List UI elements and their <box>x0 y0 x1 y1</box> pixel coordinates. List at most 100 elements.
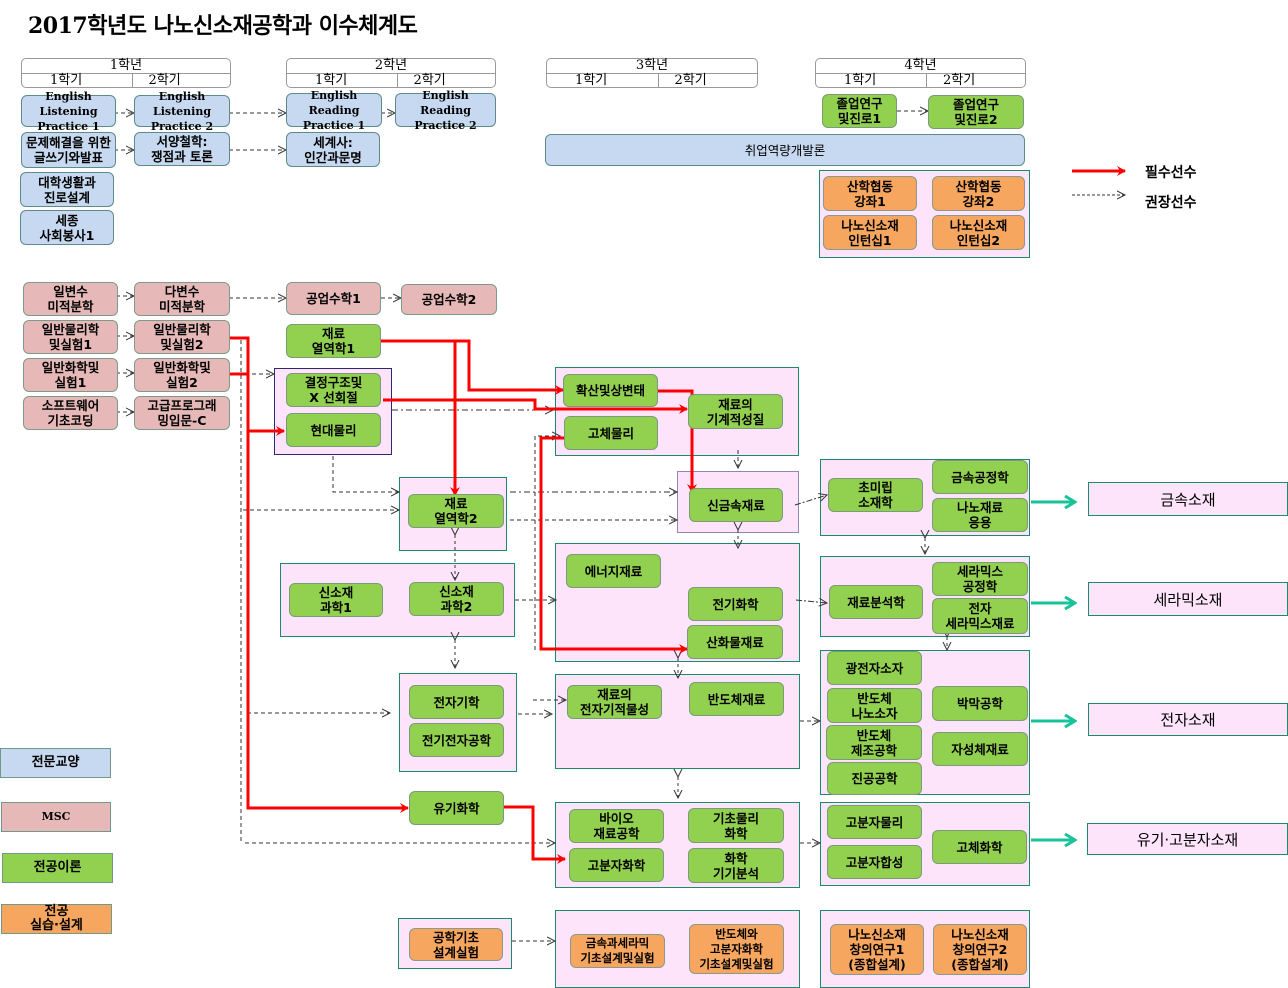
arrow-energy-analysis <box>795 600 827 603</box>
course-box[interactable]: 고분자화학 <box>569 848 664 882</box>
course-box[interactable]: 에너지재료 <box>566 554 661 588</box>
course-box[interactable]: 반도체 제조공학 <box>826 725 922 760</box>
page-title: 2017학년도 나노신소재공학과 이수체계도 <box>28 13 418 39</box>
course-box[interactable]: 산학협동 강좌2 <box>932 176 1025 211</box>
course-box[interactable]: 일반화학및 실험2 <box>134 358 230 392</box>
course-box[interactable]: 나노신소재 인턴십2 <box>932 215 1025 250</box>
req-arrow-crystal-mech <box>383 398 688 414</box>
course-box[interactable]: 세라믹스 공정학 <box>932 562 1028 596</box>
semester-label: 1학기 <box>575 73 608 88</box>
course-box[interactable]: 서양철학: 쟁점과 토론 <box>134 132 230 166</box>
course-box[interactable]: 전자 세라믹스재료 <box>932 598 1028 634</box>
course-box[interactable]: 현대물리 <box>286 413 381 447</box>
course-box[interactable]: 금속과세라믹 기초설계및실험 <box>570 934 665 968</box>
course-box[interactable]: 재료 열역학2 <box>408 494 504 528</box>
course-box[interactable]: 소프트웨어 기초코딩 <box>23 396 118 430</box>
course-box[interactable]: 공업수학2 <box>401 284 497 315</box>
course-box[interactable]: 일반물리학 및실험2 <box>134 320 230 354</box>
req-arrow-organic-polymer <box>503 805 566 864</box>
legend-recommended-label: 권장선수 <box>1145 195 1197 211</box>
course-box[interactable]: 기초물리 화학 <box>688 808 784 843</box>
course-box[interactable]: 나노신소재 창의연구1 (종합설계) <box>830 924 924 975</box>
course-box[interactable]: English Reading Practice 1 <box>286 89 382 132</box>
course-box[interactable]: 박막공학 <box>932 686 1028 721</box>
track-electronic[interactable]: 전자소재 <box>1088 703 1288 736</box>
course-box[interactable]: 졸업연구 및진로2 <box>928 95 1024 129</box>
course-box[interactable]: 일반화학및 실험1 <box>23 358 118 392</box>
course-box[interactable]: 초미립 소재학 <box>828 478 923 512</box>
year-label: 1학년 <box>22 59 230 74</box>
year-header-4: 4학년 1학기 2학기 <box>815 58 1026 88</box>
course-box[interactable]: 확산및상변태 <box>563 374 658 407</box>
course-box[interactable]: 신금속재료 <box>689 488 783 522</box>
track-polymer[interactable]: 유기·고분자소재 <box>1087 823 1288 855</box>
course-box[interactable]: 금속공정학 <box>932 460 1028 494</box>
course-box[interactable]: 다변수 미적분학 <box>134 282 230 316</box>
course-box[interactable]: 고체물리 <box>564 416 658 450</box>
req-arrow-thermo1-diffusion <box>380 339 564 395</box>
course-box[interactable]: 공학기초 설계실험 <box>409 928 503 961</box>
semester-label: 1학기 <box>50 73 83 88</box>
legend-msc: MSC <box>1 802 111 832</box>
legend-major-theory: 전공이론 <box>2 853 113 883</box>
course-box[interactable]: English Listening Practice 2 <box>134 90 230 133</box>
course-box[interactable]: 유기화학 <box>409 791 504 825</box>
course-box[interactable]: 산화물재료 <box>687 625 783 659</box>
course-box[interactable]: 취업역량개발론 <box>545 134 1025 166</box>
course-box[interactable]: 일변수 미적분학 <box>23 282 118 316</box>
legend-major-practice: 전공 실습·설계 <box>1 904 112 934</box>
course-box[interactable]: 화학 기기분석 <box>688 848 784 883</box>
course-box[interactable]: 전기전자공학 <box>409 723 504 757</box>
course-box[interactable]: 반도체재료 <box>689 682 784 716</box>
year-header-3: 3학년 1학기 2학기 <box>546 58 758 88</box>
course-box[interactable]: 졸업연구 및진로1 <box>822 94 897 128</box>
course-box[interactable]: 고분자합성 <box>827 845 922 879</box>
course-box[interactable]: 재료의 기계적성질 <box>688 394 783 429</box>
course-box[interactable]: 재료분석학 <box>829 585 923 619</box>
course-box[interactable]: 재료 열역학1 <box>286 324 381 358</box>
course-box[interactable]: 고체화학 <box>932 830 1027 864</box>
year-label: 3학년 <box>547 59 757 74</box>
legend-general-education: 전문교양 <box>0 748 111 778</box>
course-box[interactable]: 전기화학 <box>688 587 783 621</box>
legend-required-label: 필수선수 <box>1145 165 1197 181</box>
course-box[interactable]: 전자기학 <box>409 685 504 719</box>
req-arrow-phys2-modern <box>230 336 285 436</box>
course-box[interactable]: 나노신소재 창의연구2 (종합설계) <box>933 924 1027 975</box>
req-arrow-solid-oxide <box>539 436 688 654</box>
course-box[interactable]: 진공공학 <box>827 762 922 795</box>
course-box[interactable]: 자성체재료 <box>932 732 1028 766</box>
course-box[interactable]: English Listening Practice 1 <box>21 90 116 133</box>
course-box[interactable]: 나노재료 응용 <box>932 498 1028 532</box>
course-box[interactable]: English Reading Practice 2 <box>395 89 496 132</box>
track-metal[interactable]: 금속소재 <box>1088 482 1288 516</box>
course-box[interactable]: 재료의 전자기적물성 <box>567 685 662 719</box>
course-box[interactable]: 문제해결을 위한 글쓰기와발표 <box>21 132 116 168</box>
semester-label: 1학기 <box>315 73 348 88</box>
course-box[interactable]: 광전자소자 <box>827 651 922 685</box>
course-box[interactable]: 세계사: 인간과문명 <box>286 132 380 167</box>
semester-label: 2학기 <box>396 74 496 88</box>
semester-label: 1학기 <box>844 73 877 88</box>
req-arrow-chem2-organic <box>230 372 409 813</box>
course-box[interactable]: 바이오 재료공학 <box>569 809 664 843</box>
course-box[interactable]: 산학협동 강좌1 <box>823 176 917 211</box>
req-arrow-diffusion-newmetal <box>657 389 697 493</box>
course-box[interactable]: 반도체와 고분자화학 기초설계및실험 <box>689 924 784 974</box>
course-box[interactable]: 세종 사회봉사1 <box>20 210 114 245</box>
course-box[interactable]: 고분자물리 <box>827 805 922 839</box>
year-header-1: 1학년 1학기 2학기 <box>21 58 231 88</box>
course-box[interactable]: 반도체 나노소자 <box>827 688 922 723</box>
course-box[interactable]: 신소재 과학1 <box>289 583 383 617</box>
course-box[interactable]: 신소재 과학2 <box>409 582 504 616</box>
course-box[interactable]: 결정구조및 X 선회절 <box>286 373 381 407</box>
course-box[interactable]: 공업수학1 <box>286 282 381 315</box>
arrow-group-thermo2 <box>332 456 399 492</box>
track-ceramic[interactable]: 세라믹소재 <box>1088 582 1288 616</box>
semester-label: 2학기 <box>926 74 1025 88</box>
course-box[interactable]: 대학생활과 진로설계 <box>20 172 114 207</box>
course-box[interactable]: 일반물리학 및실험1 <box>23 320 118 354</box>
course-box[interactable]: 나노신소재 인턴십1 <box>823 215 917 250</box>
course-box[interactable]: 고급프로그래 밍입문-C <box>134 396 230 430</box>
